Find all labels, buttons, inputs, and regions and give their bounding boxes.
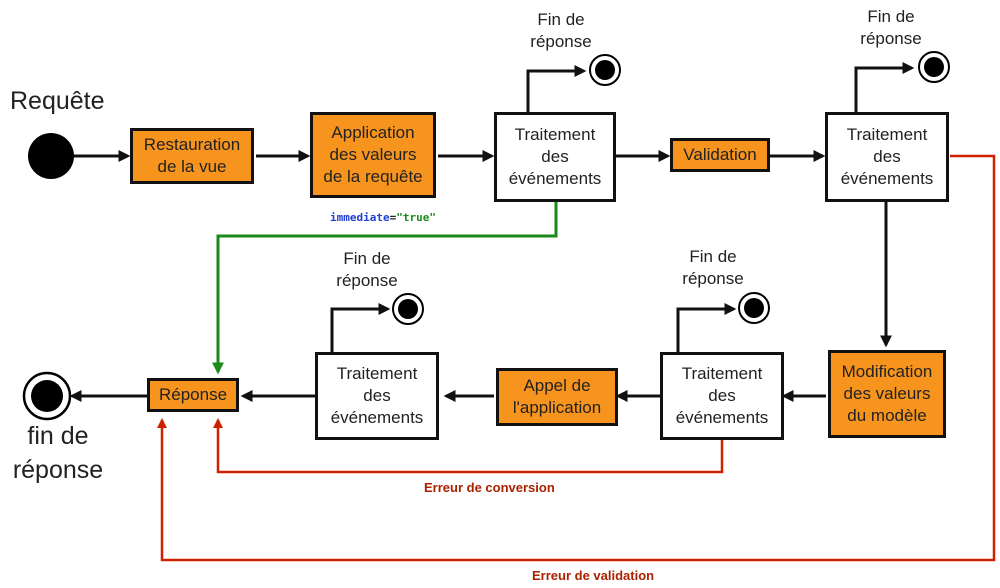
conversion-error-label: Erreur de conversion: [424, 480, 555, 495]
final-end-label: fin de réponse: [12, 422, 104, 484]
box-application-valeurs: Application des valeurs de la requête: [310, 112, 436, 198]
branch-traitement4-to-end: [330, 303, 391, 352]
box-restauration-vue: Restauration de la vue: [130, 128, 254, 184]
box-modification-valeurs: Modification des valeurs du modèle: [828, 350, 946, 438]
end-node-3: [392, 293, 424, 325]
end-node-2: [918, 51, 950, 83]
end-label-2: Fin de réponse: [860, 7, 922, 48]
immediate-eq: =: [389, 211, 397, 224]
box-traitement-evenements-2: Traitement des événements: [825, 112, 949, 202]
end-node-1: [589, 54, 621, 86]
box-validation: Validation: [670, 138, 770, 172]
immediate-attr: immediate: [330, 211, 390, 224]
box-reponse: Réponse: [147, 378, 239, 412]
validation-error-path: [157, 154, 996, 562]
immediate-path: [212, 201, 558, 375]
box-traitement-evenements-3: Traitement des événements: [660, 352, 784, 440]
branch-traitement3-to-end: [676, 303, 737, 352]
end-label-3: Fin de réponse: [336, 249, 398, 290]
end-label-4: Fin de réponse: [682, 247, 744, 288]
branch-traitement1-to-end: [526, 65, 587, 112]
final-end-node: [22, 371, 72, 421]
immediate-value: "true": [396, 211, 436, 224]
box-traitement-evenements-1: Traitement des événements: [494, 112, 616, 202]
immediate-annotation: immediate="true": [330, 211, 436, 224]
branch-traitement2-to-end: [854, 62, 915, 112]
box-traitement-evenements-4: Traitement des événements: [315, 352, 439, 440]
validation-error-label: Erreur de validation: [532, 568, 655, 583]
end-node-4: [738, 292, 770, 324]
start-node: [28, 133, 74, 179]
conversion-error-path: [213, 418, 724, 474]
end-label-1: Fin de réponse: [530, 10, 592, 51]
start-label: Requête: [10, 87, 105, 115]
box-appel-application: Appel de l'application: [496, 368, 618, 426]
